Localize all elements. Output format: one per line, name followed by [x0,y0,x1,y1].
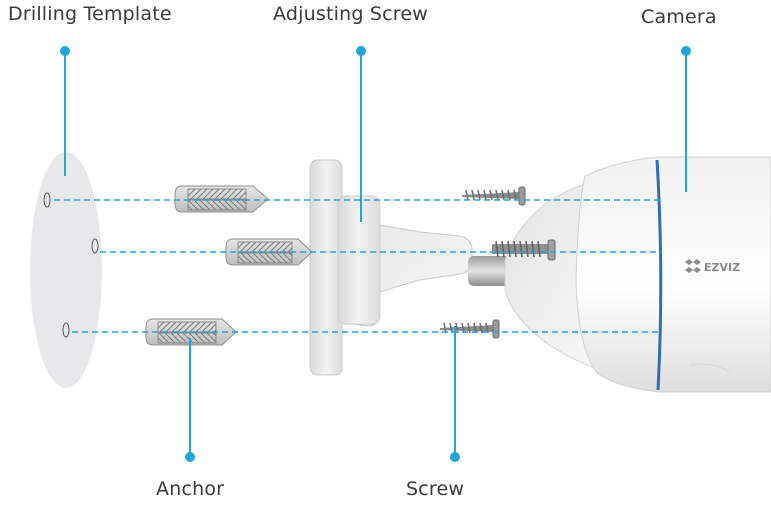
adjusting-collar [338,196,380,324]
label-anchor: Anchor [156,478,224,500]
mounting-base [310,160,528,375]
drilling-template [30,152,102,388]
template-disc [30,152,102,388]
camera-body: EZVIZ [505,157,771,392]
ezviz-logo-text: EZVIZ [704,261,740,274]
anchor-middle [226,239,312,265]
screw-top [462,187,525,205]
label-drilling-template: Drilling Template [8,3,172,25]
label-camera: Camera [641,6,717,28]
callout-screw [450,326,460,462]
wall-plate [310,160,342,375]
label-adjusting-screw: Adjusting Screw [273,3,428,25]
callout-anchor [185,338,195,462]
anchor-top [175,186,268,212]
label-screw: Screw [406,478,464,500]
screw-bottom [440,320,499,338]
camera-housing [576,157,771,392]
